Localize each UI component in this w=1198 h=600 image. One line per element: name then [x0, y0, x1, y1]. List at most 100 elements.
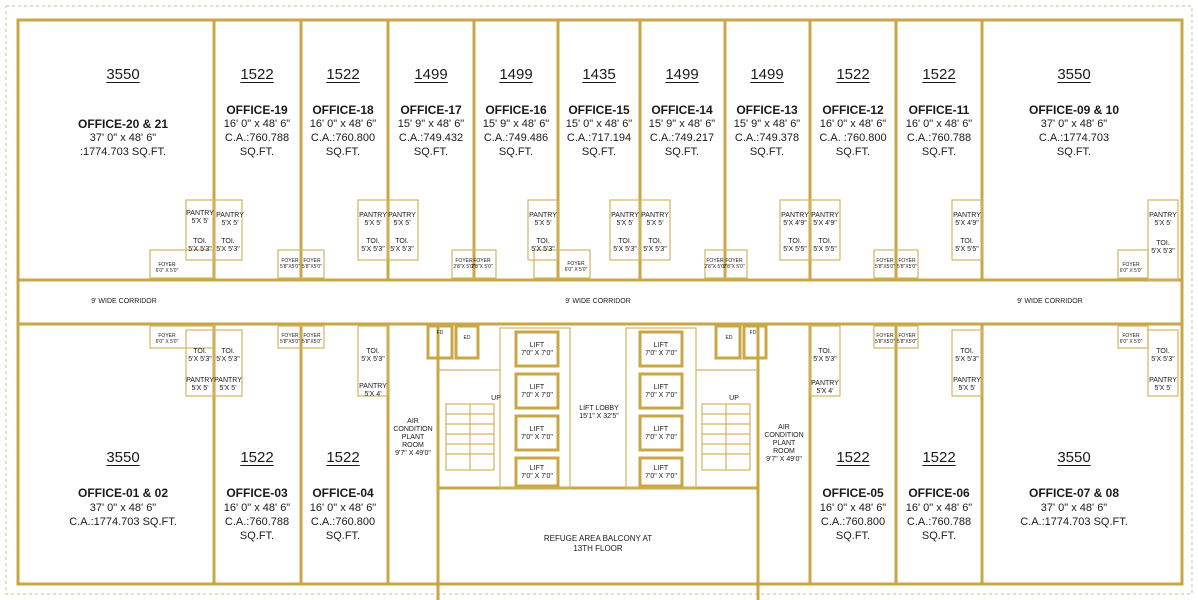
- office-name: OFFICE-04: [312, 486, 374, 500]
- office-unit: SQ.FT.: [581, 146, 617, 158]
- office-area: 1522: [836, 66, 870, 83]
- toilet-label: TOI.5'X 5'3": [361, 348, 385, 363]
- office-carpet-area: C.A.:760.800: [820, 516, 886, 528]
- toilet-label: TOI.5'X 5'3": [1151, 240, 1175, 255]
- office-carpet-area: C.A. :760.800: [819, 132, 887, 144]
- office-dims: 15' 9" x 48' 6": [482, 118, 550, 130]
- office-name: OFFICE-17: [400, 103, 462, 117]
- office-carpet-area: C.A.:760.788: [906, 516, 972, 528]
- toilet-label: TOI.5'X 5'3": [216, 348, 240, 363]
- fire-duct-label: FD: [436, 330, 444, 336]
- office-area: 3550: [106, 449, 140, 466]
- office-area: 1499: [665, 66, 699, 83]
- stair-up-label: UP: [491, 395, 501, 402]
- service-core: [426, 324, 768, 489]
- office-unit: SQ.FT.: [921, 146, 957, 158]
- office-name: OFFICE-03: [226, 486, 288, 500]
- office-name: OFFICE-15: [568, 103, 630, 117]
- pantry-cores-bottom: [149, 325, 1179, 397]
- office-unit: SQ.FT.: [239, 146, 275, 158]
- toilet-label: TOI.5'X 5'3": [643, 238, 667, 253]
- office-name: OFFICE-14: [651, 103, 713, 117]
- lift-shafts: [514, 330, 684, 488]
- toilet-label: TOI.5'X 5'3": [531, 238, 555, 253]
- toilet-label: TOI.5'X 5'3": [390, 238, 414, 253]
- electrical-duct-label: ED: [725, 335, 733, 341]
- toilet-label: TOI.5'X 5'3": [216, 238, 240, 253]
- stair-up-label: UP: [729, 395, 739, 402]
- toilet-label: TOI.5'X 5'3": [1151, 348, 1175, 363]
- office-dims: 16' 0" x 48' 6": [905, 502, 973, 514]
- site-boundary: [5, 5, 1193, 595]
- electrical-duct-label: ED: [463, 335, 471, 341]
- office-name: OFFICE-12: [822, 103, 884, 117]
- office-name: OFFICE-19: [226, 103, 288, 117]
- office-dims: 16' 0" x 48' 6": [819, 118, 887, 130]
- toilet-label: TOI.5'X 5'3": [188, 238, 212, 253]
- office-dims: 37' 0" x 48' 6": [1040, 502, 1108, 514]
- toilet-label: TOI.5'X 5'3": [813, 348, 837, 363]
- office-area: 3550: [106, 66, 140, 83]
- office-name: OFFICE-18: [312, 103, 374, 117]
- office-name: OFFICE-07 & 08: [1028, 486, 1120, 500]
- office-carpet-area: C.A.:1774.703: [1038, 132, 1110, 144]
- office-name: OFFICE-06: [908, 486, 970, 500]
- toilet-label: TOI.5'X 5'3": [613, 238, 637, 253]
- toilet-label: TOI.5'X 5'3": [955, 348, 979, 363]
- office-name: OFFICE-11: [908, 103, 970, 117]
- office-carpet-area: C.A.:760.800: [310, 516, 376, 528]
- office-area: 1522: [326, 66, 360, 83]
- office-area: 1522: [240, 449, 274, 466]
- office-carpet-area: :1774.703 SQ.FT.: [79, 146, 167, 158]
- office-carpet-area: C.A.:749.432: [398, 132, 464, 144]
- office-dims: 16' 0" x 48' 6": [223, 502, 291, 514]
- office-dims: 15' 0" x 48' 6": [565, 118, 633, 130]
- office-carpet-area: C.A.:760.788: [224, 516, 290, 528]
- office-name: OFFICE-01 & 02: [77, 486, 169, 500]
- office-area: 1522: [326, 449, 360, 466]
- office-carpet-area: C.A.:760.788: [906, 132, 972, 144]
- office-carpet-area: C.A.:749.486: [483, 132, 549, 144]
- office-dims: 16' 0" x 48' 6": [905, 118, 973, 130]
- office-area: 3550: [1057, 66, 1091, 83]
- office-name: OFFICE-13: [736, 103, 798, 117]
- corridor-label: 9' WIDE CORRIDOR: [1017, 298, 1083, 305]
- office-dims: 15' 9" x 48' 6": [397, 118, 465, 130]
- office-unit: SQ.FT.: [239, 530, 275, 542]
- office-dims: 15' 9" x 48' 6": [648, 118, 716, 130]
- office-unit: SQ.FT.: [835, 146, 871, 158]
- office-unit: SQ.FT.: [1056, 146, 1092, 158]
- office-dims: 15' 9" x 48' 6": [733, 118, 801, 130]
- office-unit: SQ.FT.: [749, 146, 785, 158]
- office-unit: SQ.FT.: [498, 146, 534, 158]
- office-carpet-area: C.A.:749.217: [649, 132, 715, 144]
- office-name: OFFICE-09 & 10: [1028, 103, 1120, 117]
